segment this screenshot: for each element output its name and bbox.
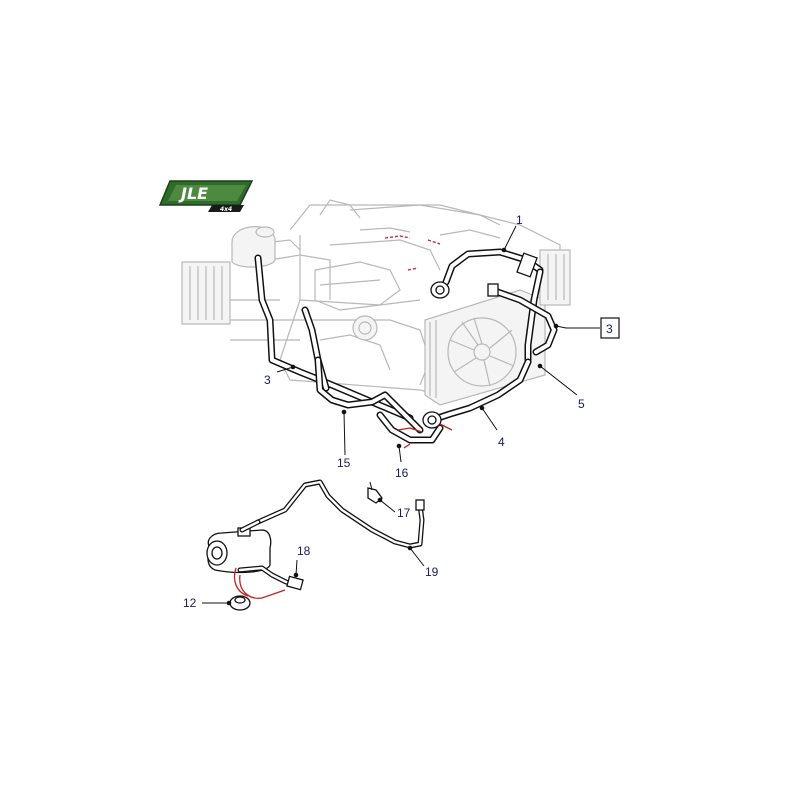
- hose-4: [422, 358, 532, 431]
- hose-5: [487, 283, 558, 356]
- callout-18: 18: [297, 544, 311, 558]
- callout-12: 12: [183, 596, 197, 610]
- leader-lines: [202, 225, 600, 606]
- expansion-tank: [206, 519, 272, 574]
- callout-15: 15: [337, 456, 351, 470]
- jle-logo: JLE 4x4: [158, 180, 254, 213]
- callout-4: 4: [498, 435, 505, 449]
- callout-17: 17: [397, 506, 411, 520]
- callout-1: 1: [516, 213, 523, 227]
- filler-cap: [352, 315, 378, 341]
- expansion-tank-ghost: [231, 226, 276, 268]
- hose-16: [376, 411, 444, 449]
- callout-3-right: 3: [606, 322, 613, 336]
- callout-3-left: 3: [264, 373, 271, 387]
- radiator-right: [424, 249, 571, 406]
- callout-5: 5: [578, 397, 585, 411]
- hose-18: [233, 565, 304, 599]
- svg-text:4x4: 4x4: [220, 206, 232, 213]
- callout-3-box: [600, 317, 620, 339]
- cap-12: [229, 595, 251, 611]
- callout-19: 19: [425, 565, 439, 579]
- radiator-left: [181, 261, 231, 325]
- hose-19: [255, 479, 425, 549]
- callout-16: 16: [395, 466, 409, 480]
- callout-labels: 1 3 3 4 5 12 15 16 17 18 19: [183, 213, 613, 610]
- svg-text:JLE: JLE: [178, 184, 208, 203]
- hose-1: [430, 248, 544, 364]
- fan: [447, 317, 517, 387]
- hose-15: [314, 356, 424, 434]
